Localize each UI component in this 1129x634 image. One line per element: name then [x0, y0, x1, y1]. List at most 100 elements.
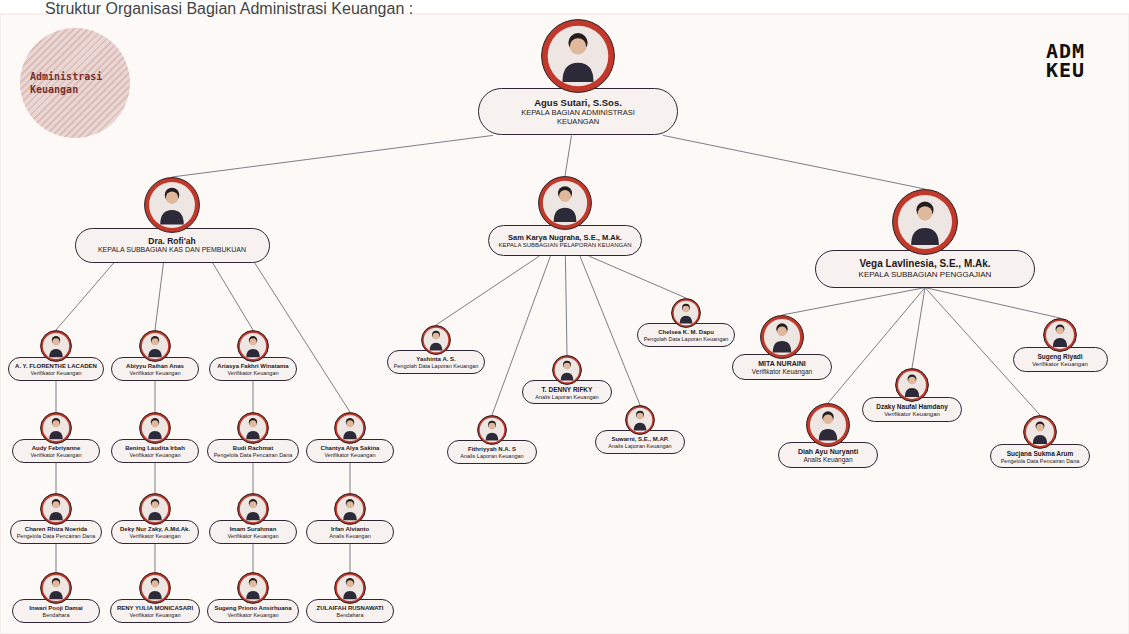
person-card: Sam Karya Nugraha, S.E., M.Ak.KEPALA SUB…	[488, 176, 643, 256]
job-title: Analis Laporan Keuangan	[602, 443, 678, 450]
job-title: Verifikator Keuangan	[118, 533, 192, 540]
badge-circle: Administrasi Keuangan	[20, 28, 130, 138]
photo-frame	[40, 330, 72, 362]
person-card: Sugeng RiyadiVerifikator Keuangan	[1013, 318, 1108, 372]
job-title: Verifikator Keuangan	[214, 612, 291, 619]
connector-line	[253, 544, 254, 572]
page-title: Struktur Organisasi Bagian Administrasi …	[45, 0, 413, 18]
photo-avatar	[895, 368, 929, 402]
person-name: Dzaky Naufal Hamdany	[869, 403, 955, 411]
connector-line	[56, 463, 57, 493]
job-title: Verifikator Keuangan	[118, 452, 192, 459]
photo-frame	[625, 405, 655, 435]
photo-frame	[237, 493, 269, 525]
person-card: Vega Lavlinesia, S.E., M.Ak.KEPALA SUBBA…	[815, 189, 1035, 288]
photo-avatar	[806, 403, 850, 447]
person-name: Diah Ayu Nuryanti	[785, 448, 871, 456]
photo-avatar	[144, 177, 200, 233]
connector-line	[155, 381, 156, 412]
job-title: Verifikator Keuangan	[313, 452, 387, 459]
photo-avatar	[139, 572, 171, 604]
person-name: Budi Rachmat	[214, 445, 293, 452]
photo-frame	[760, 315, 804, 359]
person-card: Chantya Alya SakinaVerifikator Keuangan	[306, 412, 394, 463]
person-name: Fithriyyah N.A. S	[454, 446, 530, 453]
photo-frame	[139, 572, 171, 604]
photo-frame	[139, 493, 171, 525]
photo-frame	[552, 355, 582, 385]
connector-line	[565, 256, 567, 355]
job-title: Verifikator Keuangan	[869, 411, 955, 418]
person-name: Abiyyu Raihan Anas	[118, 363, 192, 370]
person-name: Agus Sutari, S.Sos.	[495, 97, 661, 108]
photo-avatar	[40, 572, 72, 604]
photo-avatar	[237, 572, 269, 604]
person-name: Imam Surahman	[216, 526, 290, 533]
connector-line	[565, 135, 572, 176]
photo-avatar	[237, 493, 269, 525]
photo-avatar	[552, 355, 582, 385]
photo-frame	[139, 412, 171, 444]
person-name: Audy Febriyanne	[19, 445, 93, 452]
person-card: Dzaky Naufal HamdanyVerifikator Keuangan	[862, 368, 962, 422]
connector-line	[782, 288, 925, 315]
photo-frame	[334, 412, 366, 444]
photo-frame	[806, 403, 850, 447]
job-title: Verifikator Keuangan	[216, 533, 290, 540]
job-title: Pengolah Data Laporan Keuangan	[644, 336, 729, 343]
job-title: Pengelola Data Pencairan Dana	[17, 533, 96, 540]
photo-avatar	[892, 189, 958, 255]
person-name: Sugeng Riyadi	[1020, 353, 1101, 361]
job-title: KEPALA BAGIAN ADMINISTRASI KEUANGAN	[503, 108, 653, 126]
person-name: Vega Lavlinesia, S.E., M.Ak.	[830, 258, 1020, 270]
connector-line	[350, 463, 351, 493]
person-name: Dra. Rofi'ah	[90, 236, 255, 246]
photo-frame	[895, 368, 929, 402]
job-title: Analis Keuangan	[313, 533, 387, 540]
connector-line	[663, 135, 925, 189]
connector-line	[172, 135, 493, 177]
person-card: RENY YULIA MONICASARIVerifikator Keuanga…	[110, 572, 200, 623]
person-card: Audy FebriyanneVerifikator Keuangan	[12, 412, 100, 463]
connector-line	[56, 263, 114, 330]
job-title: Bendahara	[313, 612, 387, 619]
person-card: Ariasya Fakhri WinatamaVerifikator Keuan…	[209, 330, 297, 381]
photo-avatar	[538, 176, 592, 230]
badge-text: Administrasi Keuangan	[30, 70, 120, 96]
person-card: Fithriyyah N.A. SAnalis Laporan Keuangan	[447, 415, 537, 464]
photo-avatar	[139, 412, 171, 444]
name-pill: Dra. Rofi'ahKEPALA SUBBAGIAN KAS DAN PEM…	[75, 228, 270, 263]
person-card: Yashinta A. S.Pengolah Data Laporan Keua…	[387, 325, 486, 374]
connector-line	[255, 263, 351, 412]
person-card: Deky Nur Zaky, A.Md.Ak.Verifikator Keuan…	[111, 493, 199, 544]
photo-frame	[538, 176, 592, 230]
person-name: Sucjana Sukma Arum	[997, 450, 1083, 458]
name-pill: Vega Lavlinesia, S.E., M.Ak.KEPALA SUBBA…	[815, 250, 1035, 288]
panel	[0, 14, 1129, 634]
person-name: MITA NURAINI	[739, 360, 825, 368]
job-title: Analis Laporan Keuangan	[529, 394, 605, 401]
photo-avatar	[40, 330, 72, 362]
person-card: Dra. Rofi'ahKEPALA SUBBAGIAN KAS DAN PEM…	[75, 177, 270, 263]
photo-frame	[40, 493, 72, 525]
person-name: Yashinta A. S.	[394, 356, 479, 363]
person-card: Agus Sutari, S.Sos.KEPALA BAGIAN ADMINIS…	[478, 19, 678, 135]
job-title: Analis Keuangan	[785, 456, 871, 464]
job-title: Verifikator Keuangan	[19, 452, 93, 459]
connector-line	[56, 381, 57, 412]
person-card: MITA NURAINIVerifikator Keuangan	[732, 315, 832, 380]
person-card: Budi RachmatPengelola Data Pencairan Dan…	[207, 412, 300, 463]
person-name: Sugeng Priono Ansirhuana	[214, 605, 291, 612]
photo-frame	[477, 415, 507, 445]
logo-text: ADM KEU	[1046, 42, 1098, 80]
photo-frame	[237, 412, 269, 444]
connector-line	[828, 288, 925, 403]
person-card: T. DENNY RIFKYAnalis Laporan Keuangan	[522, 355, 612, 404]
photo-frame	[40, 572, 72, 604]
photo-frame	[1023, 415, 1057, 449]
job-title: Verifikator Keuangan	[117, 612, 193, 619]
job-title: Pengelola Data Pencairan Dana	[997, 458, 1083, 465]
person-name: ZULAIFAH RUSNAWATI	[313, 605, 387, 612]
job-title: Verifikator Keuangan	[15, 370, 97, 377]
